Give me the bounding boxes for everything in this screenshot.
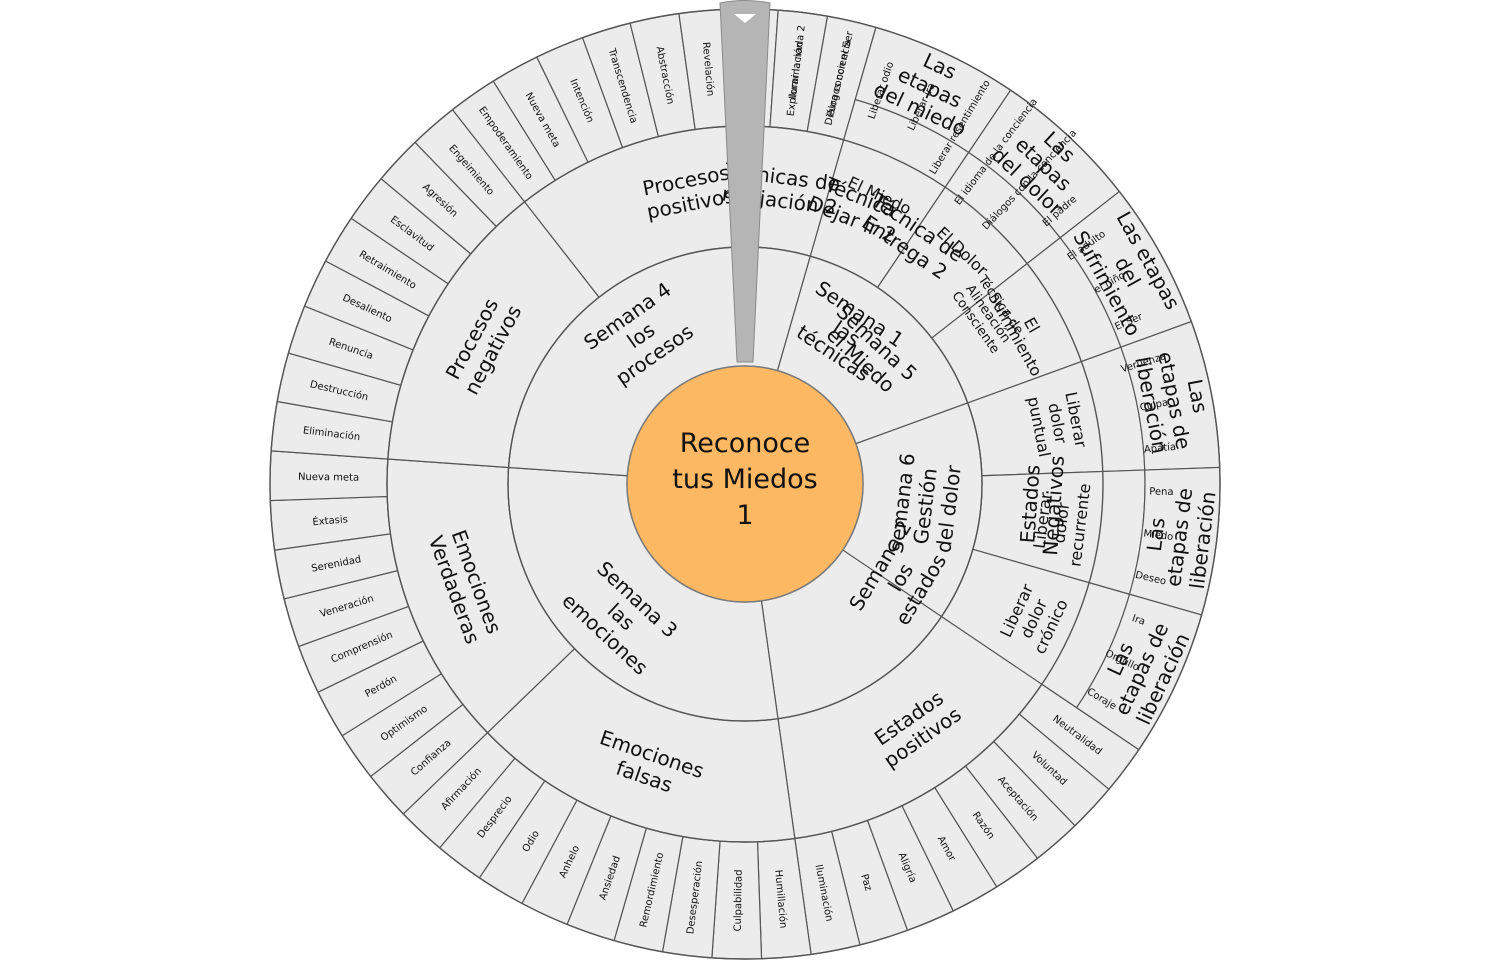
leaf-label-nueva-meta: Nueva meta [298,472,359,484]
leaf-label-humillacion: Humillación [772,869,789,929]
leaf-label-ira: Ira [1130,613,1146,628]
week-label-6: Semana 6Gestióndel dolor [884,452,967,561]
leaf-label-pena: Pena [1149,487,1173,498]
leaf-label-apatia: Apatía [1143,441,1176,456]
leaf-label-paz: Paz [858,873,873,892]
wheel-pointer[interactable] [719,0,771,363]
leaf-label-extasis: Éxtasis [312,512,348,528]
leaf-label-revelacion: Revelación [700,42,717,97]
center-title-line: 1 [736,500,753,531]
leaf-label-miedo: Miedo [1143,528,1174,543]
leaf-label-culpa: Culpa [1139,397,1169,413]
wheel-hub[interactable]: Reconoce tus Miedos 1 [626,365,864,603]
pointer-needle[interactable] [719,0,771,363]
center-title: Reconoce tus Miedos 1 [672,428,817,531]
center-title-line: tus Miedos [672,464,817,495]
leaf-label-culpabilidad: Culpabilidad [733,869,745,931]
center-disc[interactable] [626,365,864,603]
triangle-down-icon [734,14,756,23]
center-title-line: Reconoce [680,428,811,459]
